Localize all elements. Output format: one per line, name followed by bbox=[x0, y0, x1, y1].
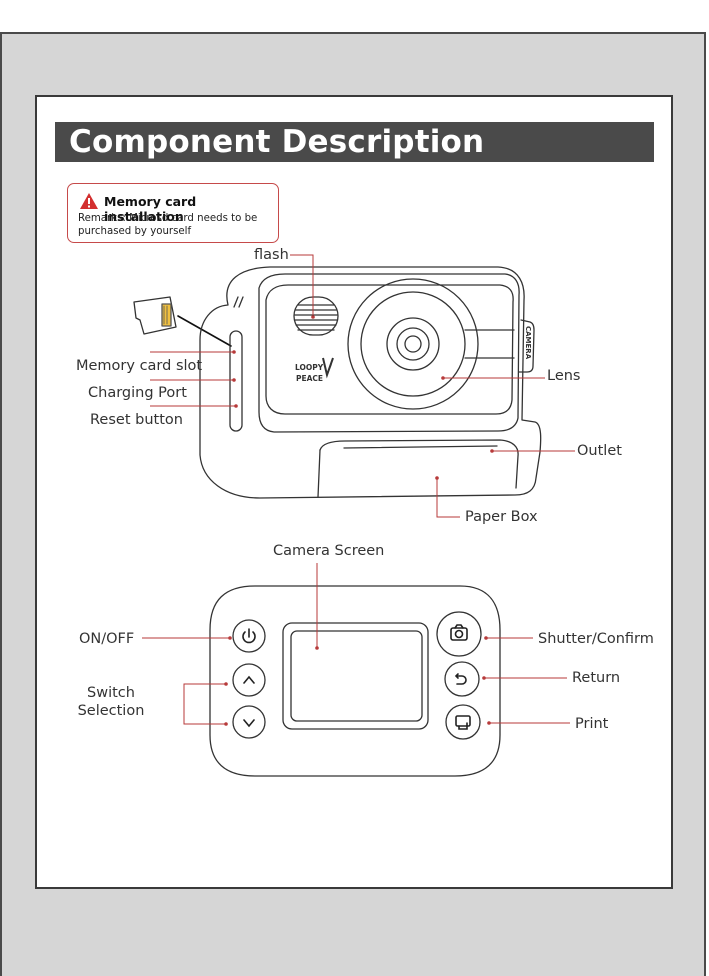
label-shutter-confirm: Shutter/Confirm bbox=[538, 631, 654, 647]
shutter-button[interactable] bbox=[436, 611, 482, 657]
brand-logo-line2: PEACE bbox=[296, 374, 323, 383]
microsd-card-icon bbox=[133, 296, 177, 335]
peace-hand-icon bbox=[322, 357, 334, 379]
label-flash: flash bbox=[254, 247, 289, 263]
label-memory-card-slot: Memory card slot bbox=[76, 358, 203, 374]
down-button[interactable] bbox=[232, 705, 266, 739]
camera-icon bbox=[450, 627, 468, 641]
brand-logo-line1: LOOPY bbox=[295, 363, 324, 372]
camera-back-panel bbox=[209, 585, 501, 777]
notice-body: Remarks: Microsd card needs to be purcha… bbox=[78, 213, 258, 237]
label-on-off: ON/OFF bbox=[79, 631, 135, 647]
label-charging-port: Charging Port bbox=[88, 385, 187, 401]
up-button[interactable] bbox=[232, 663, 266, 697]
label-switch-selection-line1: Switch bbox=[87, 685, 135, 701]
print-button[interactable] bbox=[445, 704, 481, 740]
memory-card-notice: Memory card installation Remarks: Micros… bbox=[67, 183, 279, 243]
camera-side-label: CAMERA bbox=[524, 326, 532, 360]
label-switch-selection-line2: Selection bbox=[77, 703, 145, 719]
label-paper-box: Paper Box bbox=[465, 509, 538, 525]
title-bar: Component Description bbox=[55, 122, 654, 162]
chevron-up-icon bbox=[243, 675, 255, 684]
label-camera-screen: Camera Screen bbox=[273, 543, 385, 559]
chevron-down-icon bbox=[243, 719, 255, 728]
page-title: Component Description bbox=[69, 124, 485, 160]
notice-title: Memory card installation bbox=[104, 194, 197, 224]
return-button[interactable] bbox=[444, 661, 480, 697]
label-return: Return bbox=[572, 670, 621, 686]
label-reset-button: Reset button bbox=[90, 412, 183, 428]
label-outlet: Outlet bbox=[577, 443, 622, 459]
camera-body bbox=[199, 266, 542, 499]
label-lens: Lens bbox=[547, 368, 581, 384]
label-print: Print bbox=[575, 716, 609, 732]
warning-triangle-icon bbox=[80, 193, 98, 209]
printer-icon bbox=[455, 715, 471, 727]
return-icon bbox=[454, 673, 467, 685]
power-icon bbox=[242, 631, 256, 644]
